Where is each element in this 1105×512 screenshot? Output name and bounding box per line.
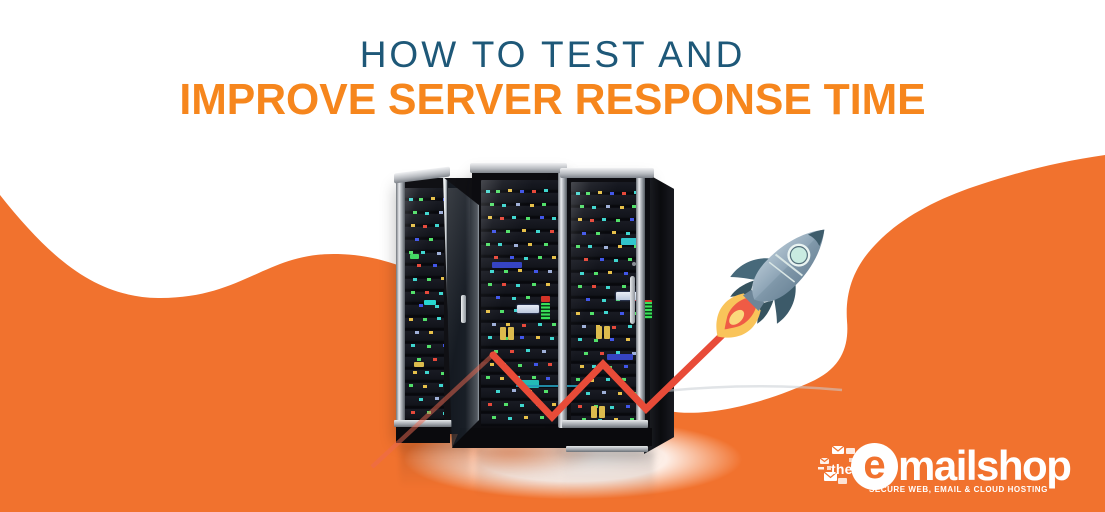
logo-name: mailshop bbox=[898, 442, 1072, 489]
rack-rail bbox=[396, 180, 405, 428]
logo-e-letter: e bbox=[863, 443, 886, 487]
emailshop-logo: the e mailshop SECURE WEB, EMAIL & CLOUD… bbox=[818, 440, 1072, 504]
envelope-cluster-icon bbox=[818, 446, 855, 484]
rack-top-cap bbox=[470, 163, 567, 173]
title-block: HOW TO TEST AND IMPROVE SERVER RESPONSE … bbox=[0, 34, 1105, 124]
cyan-module bbox=[621, 238, 639, 245]
rack-top-cap bbox=[560, 168, 654, 178]
vu-meter bbox=[643, 300, 652, 319]
rack-base bbox=[452, 428, 592, 448]
logo-tagline: SECURE WEB, EMAIL & CLOUD HOSTING bbox=[869, 485, 1048, 494]
rack-rail bbox=[636, 174, 645, 440]
base-trim bbox=[394, 420, 452, 427]
keyhole bbox=[632, 262, 636, 266]
cyan-module bbox=[424, 300, 436, 305]
cyan-module bbox=[519, 380, 539, 388]
cable-line bbox=[516, 385, 578, 387]
emailshop-logo-mark: e bbox=[851, 443, 898, 490]
rack-base bbox=[560, 428, 652, 446]
red-indicator bbox=[541, 296, 550, 302]
glass-shine bbox=[448, 187, 470, 437]
rack-reflection bbox=[564, 452, 654, 508]
base-trim bbox=[566, 446, 648, 452]
vu-meter bbox=[541, 303, 550, 320]
rack-rail bbox=[558, 170, 567, 428]
yellow-modules bbox=[500, 327, 506, 340]
page-title-line1: HOW TO TEST AND bbox=[359, 34, 746, 75]
base-trim bbox=[562, 420, 648, 428]
green-module bbox=[410, 254, 419, 259]
speed-swoosh bbox=[663, 385, 843, 393]
lcd-display bbox=[517, 305, 539, 313]
rack-face-left bbox=[404, 188, 444, 424]
door-handle bbox=[461, 295, 466, 323]
lcd-display bbox=[616, 292, 640, 300]
logo-prefix: the bbox=[831, 461, 853, 477]
rack-door-handle bbox=[630, 276, 635, 324]
blue-bar bbox=[492, 262, 522, 268]
page-title-line2: IMPROVE SERVER RESPONSE TIME bbox=[179, 74, 926, 124]
yellow-modules bbox=[596, 326, 602, 339]
glass-reflection bbox=[404, 188, 444, 424]
yellow-modules bbox=[591, 406, 597, 418]
rack-reflection bbox=[476, 448, 564, 506]
rack-reflection bbox=[400, 444, 470, 496]
yellow-module bbox=[414, 362, 424, 367]
blue-bar bbox=[607, 354, 633, 360]
